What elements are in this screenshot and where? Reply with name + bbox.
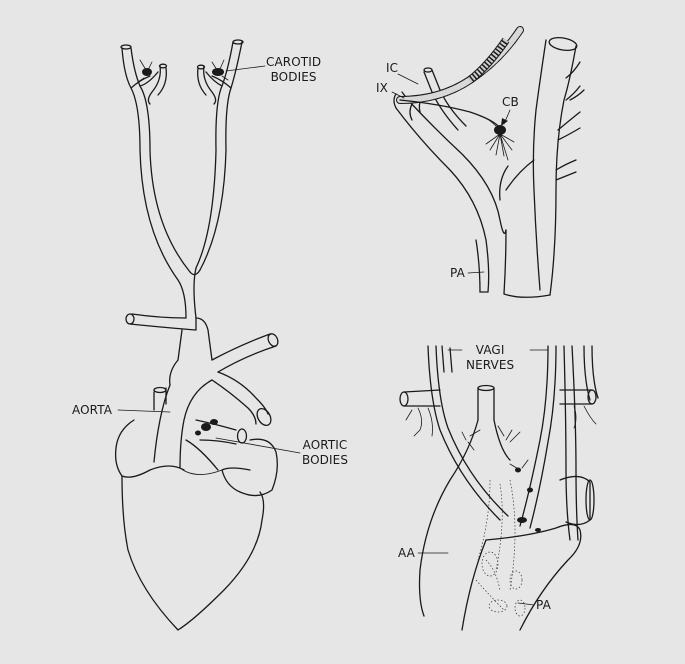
label-ix: IX <box>376 81 388 95</box>
cb-arrowhead <box>501 118 508 126</box>
pulmonary-artery <box>461 475 595 631</box>
carotid-bodies-leader <box>225 65 266 72</box>
label-carotid-bodies: CAROTID BODIES <box>266 55 322 84</box>
pa-top-leader <box>467 271 485 274</box>
label-pa-top: PA <box>450 266 465 280</box>
aortic-arch-branches <box>125 313 279 471</box>
label-vagi-nerves: VAGI NERVES <box>466 343 515 372</box>
label-aortic-bodies: AORTIC BODIES <box>302 438 349 467</box>
subclavian-stubs <box>399 389 597 437</box>
dotted-nerve-fibers <box>475 479 526 617</box>
carotid-body-right <box>211 59 229 81</box>
carotid-arteries <box>120 39 244 319</box>
aortic-bodies <box>195 419 218 436</box>
aortic-arch <box>418 384 511 617</box>
aorta-leader <box>117 409 171 413</box>
carotid-body-cb <box>479 115 515 161</box>
label-cb: CB <box>502 95 519 109</box>
vagus-nerves <box>427 345 599 541</box>
label-aorta: AORTA <box>72 403 113 417</box>
label-aa: AA <box>398 546 415 560</box>
aortic-body-clusters <box>461 425 541 532</box>
aortic-bodies-leader <box>215 437 301 454</box>
ix-leader <box>391 91 405 99</box>
carotid-body-left <box>137 59 153 83</box>
pa-bottom-leader <box>517 602 535 606</box>
label-ic: IC <box>386 61 399 75</box>
ic-leader <box>397 73 419 85</box>
ix-nerve <box>399 99 501 129</box>
heart-outline <box>114 419 278 631</box>
label-pa-bottom: PA <box>536 598 551 612</box>
ic-nerve <box>396 26 524 104</box>
